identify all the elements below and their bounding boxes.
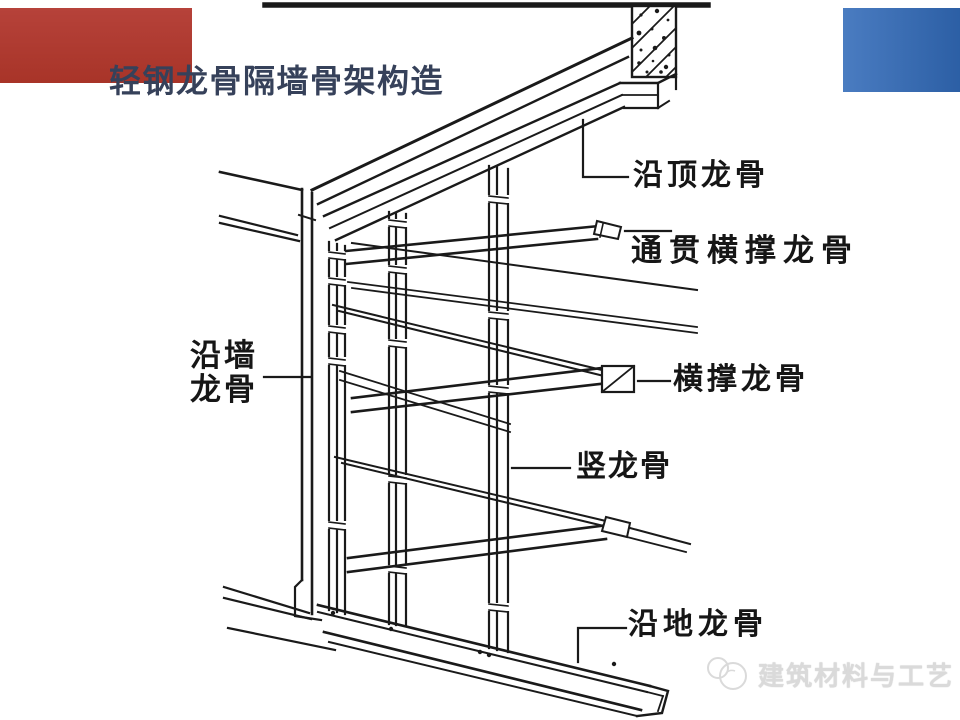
cross-brace-drawing [331,303,636,434]
page-title: 轻钢龙骨隔墙骨架构造 [109,62,445,100]
label-through-brace: 通贯横撑龙骨 [631,233,859,269]
ceiling-soffit-lines [310,36,634,206]
red-accent-block [0,8,192,83]
screw-dots [330,610,617,667]
label-wall-track: 沿墙 龙骨 [190,339,258,407]
lower-brace-drawing [333,455,692,574]
through-brace-drawing [344,219,699,335]
stud-connector-marks [327,251,347,531]
vertical-stud-2 [487,164,511,654]
watermark-logo-icon [707,657,747,690]
top-track-drawing [322,72,678,242]
watermark: 建筑材料与工艺 [704,653,954,695]
floor-track-leader [576,626,628,664]
floor-track-drawing [316,603,670,718]
top-track-leader [581,118,630,179]
watermark-text: 建筑材料与工艺 [758,661,955,692]
wall-track-stud [327,240,347,616]
label-top-track: 沿顶龙骨 [633,158,769,193]
concrete-beam-section [630,4,678,91]
label-wall-track-line2: 龙骨 [190,372,258,408]
vertical-stud-1 [387,210,409,628]
stud-connector-marks [387,219,409,575]
blue-accent-block [843,8,960,92]
leader-lines [262,118,673,664]
label-stud: 竖龙骨 [576,449,672,484]
label-floor-track: 沿地龙骨 [628,607,768,642]
left-wall-corner [218,170,337,652]
label-cross-brace: 横撑龙骨 [673,362,809,397]
label-wall-track-line1: 沿墙 [190,338,258,374]
